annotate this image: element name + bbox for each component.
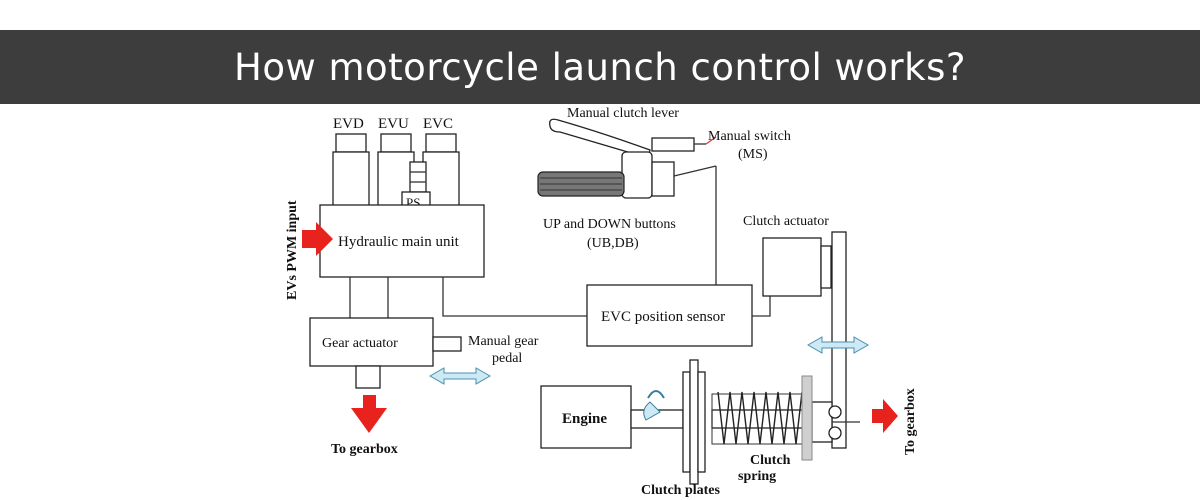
gear-pedal-double-arrow — [428, 367, 492, 385]
evu-label: EVU — [378, 116, 409, 132]
handlebar-grip — [537, 171, 625, 197]
gear-actuator-label: Gear actuator — [322, 336, 398, 351]
clutch-push-rod — [831, 231, 847, 449]
clutch-actuator — [762, 237, 822, 297]
manual-gear-label-line1: Manual gear — [468, 334, 539, 349]
to-gearbox-left-arrow — [351, 395, 387, 433]
pwm-input-arrow — [302, 222, 333, 256]
valve-evc — [422, 133, 460, 207]
clutch-spring-label-line1: Clutch — [750, 453, 791, 468]
evc-position-sensor-label: EVC position sensor — [601, 309, 725, 325]
to-gearbox-right-label: To gearbox — [903, 388, 918, 455]
clutch-spring-label-line2: spring — [738, 469, 776, 484]
title-banner: How motorcycle launch control works? — [0, 30, 1200, 104]
pressure-plate-hub — [811, 401, 833, 443]
valve-evd — [332, 133, 370, 207]
evc-label: EVC — [423, 116, 453, 132]
page-title: How motorcycle launch control works? — [234, 45, 966, 89]
ev-pwm-input-label: EVs PWM input — [285, 200, 300, 300]
hydraulic-main-unit-label: Hydraulic main unit — [338, 234, 460, 250]
manual-clutch-lever — [549, 118, 717, 199]
up-down-buttons-label: UP and DOWN buttons — [543, 217, 676, 232]
evd-label: EVD — [333, 116, 364, 132]
manual-gear-label-line2: pedal — [492, 351, 522, 366]
clutch-plates — [682, 359, 706, 485]
rotation-arrow — [647, 390, 665, 399]
manual-clutch-lever-label: Manual clutch lever — [567, 106, 679, 121]
clutch-plates-label: Clutch plates — [641, 483, 721, 498]
gear-pedal-stub — [432, 336, 462, 352]
evc-position-sensor — [586, 284, 753, 347]
gear-actuator — [309, 317, 434, 367]
to-gearbox-right-arrow — [872, 399, 898, 433]
manual-switch-abbr: (MS) — [738, 147, 768, 162]
clutch-actuator-label: Clutch actuator — [743, 214, 829, 229]
manual-switch-label: Manual switch — [708, 129, 791, 144]
to-gearbox-left-label: To gearbox — [331, 442, 398, 457]
engine — [540, 385, 632, 449]
gear-output-shaft — [355, 365, 381, 389]
pressure-plate — [801, 375, 813, 461]
up-down-buttons-abbr: (UB,DB) — [587, 236, 639, 251]
clutch-rod-double-arrow — [806, 336, 870, 354]
engine-label: Engine — [562, 411, 607, 427]
clutch-actuator-cap — [820, 245, 832, 289]
